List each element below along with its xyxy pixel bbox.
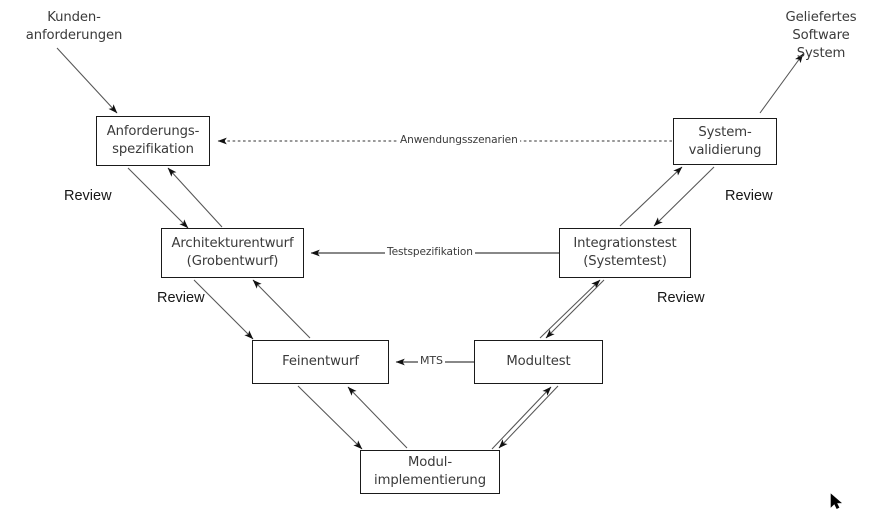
node-systemvalidierung[interactable]: System- validierung	[673, 118, 777, 165]
node-architekturentwurf[interactable]: Architekturentwurf (Grobentwurf)	[161, 228, 304, 278]
edge-architektur-to-anforderung	[167, 167, 223, 228]
edge-systemvalidierung-to-geliefertes	[759, 53, 804, 114]
label-geliefertes-software-system: Geliefertes Software System	[785, 10, 857, 61]
label-mts: MTS	[418, 354, 445, 367]
label-review-mid-left: Review	[157, 290, 205, 306]
node-label: Modultest	[506, 354, 571, 370]
node-modultest[interactable]: Modultest	[474, 340, 603, 384]
label-review-mid-right: Review	[657, 290, 705, 306]
node-integrationstest[interactable]: Integrationstest (Systemtest)	[559, 228, 691, 278]
edge-modulimpl-to-feinentwurf	[347, 386, 408, 449]
mouse-pointer-icon	[830, 493, 842, 510]
node-anforderungsspezifikation[interactable]: Anforderungs- spezifikation	[96, 116, 210, 166]
node-label: Integrationstest (Systemtest)	[573, 236, 677, 269]
node-label: Modul- implementierung	[374, 455, 486, 488]
edge-integrationstest-to-modultest	[545, 279, 605, 339]
edge-feinentwurf-to-modulimpl	[297, 385, 363, 450]
edge-architektur-to-feinentwurf	[193, 279, 254, 340]
edge-integrationstest-to-systemvalidierung	[619, 166, 683, 227]
node-label: System- validierung	[688, 124, 762, 158]
label-review-top-right: Review	[725, 188, 773, 204]
edge-modulimpl-to-modultest	[491, 386, 552, 450]
label-testspezifikation: Testspezifikation	[385, 246, 475, 258]
node-modulimplementierung[interactable]: Modul- implementierung	[360, 450, 500, 494]
edge-modultest-to-integrationstest	[539, 279, 601, 339]
node-label: Architekturentwurf (Grobentwurf)	[171, 236, 294, 269]
edge-anforderung-to-architektur	[127, 167, 189, 229]
label-kundenanforderungen: Kunden- anforderungen	[25, 10, 123, 43]
edge-kunden-to-anforderung	[56, 47, 118, 114]
label-review-top-left: Review	[64, 188, 112, 204]
edge-modultest-to-modulimpl	[498, 385, 559, 449]
label-anwendungsszenarien: Anwendungsszenarien	[398, 134, 520, 146]
edge-systemvalidierung-to-integrationstest	[653, 166, 715, 227]
node-feinentwurf[interactable]: Feinentwurf	[252, 340, 389, 384]
node-label: Feinentwurf	[282, 354, 359, 370]
edge-feinentwurf-to-architektur	[252, 279, 311, 339]
node-label: Anforderungs- spezifikation	[106, 124, 200, 157]
